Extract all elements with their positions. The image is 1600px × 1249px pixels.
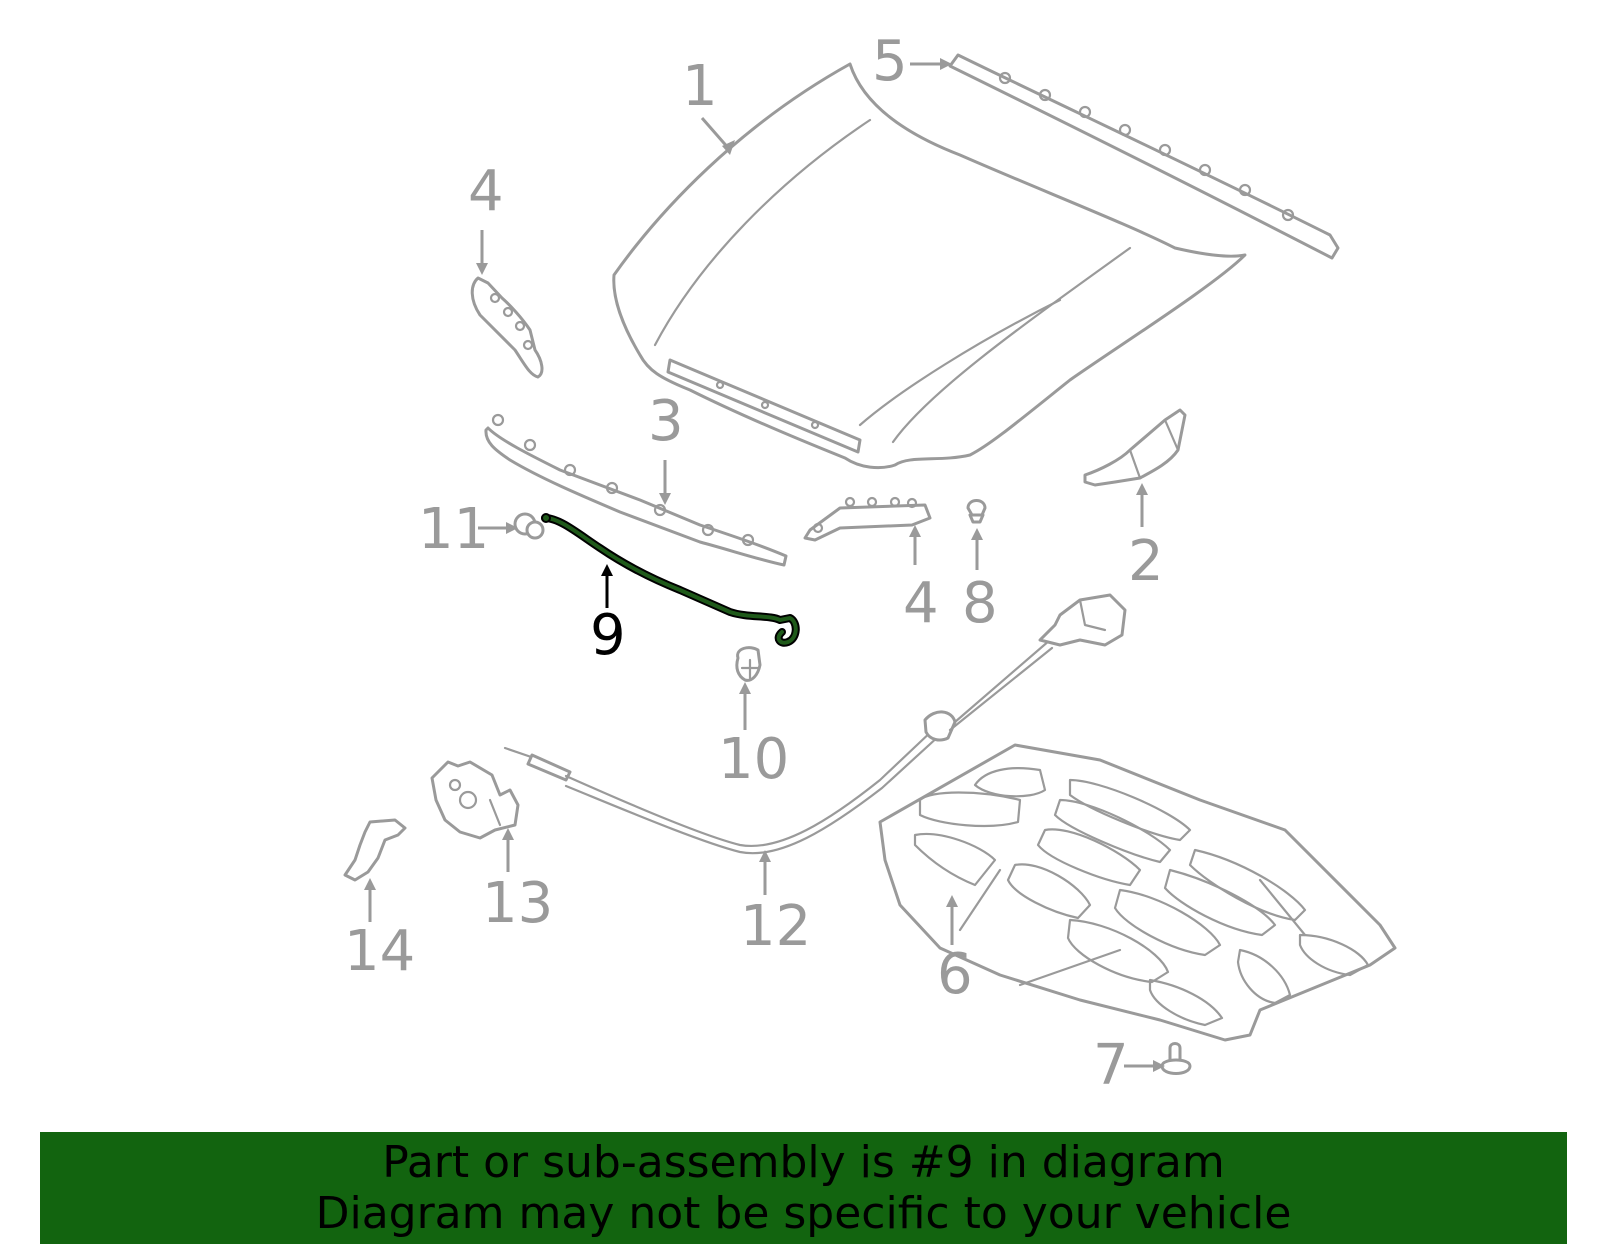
leader-arrows: [364, 58, 1165, 1072]
label-8: 8: [962, 571, 998, 636]
label-1: 1: [682, 54, 718, 119]
latch-support[interactable]: [343, 818, 407, 882]
hood-seal-strip[interactable]: [948, 53, 1340, 260]
parts-diagram: 1 5 4 3 11 9 4 8 2 10 13 14 12 6 7: [343, 29, 1397, 1098]
label-14: 14: [344, 919, 415, 984]
label-7: 7: [1093, 1033, 1129, 1098]
label-10: 10: [718, 727, 789, 792]
callout-labels: 1 5 4 3 11 9 4 8 2 10 13 14 12 6 7: [344, 29, 1164, 1098]
label-4-upper: 4: [468, 159, 504, 224]
hood-clip[interactable]: [966, 499, 987, 524]
label-6: 6: [937, 942, 973, 1007]
hood-hinge-bracket-left[interactable]: [470, 276, 544, 379]
hood-hinge-bracket-right[interactable]: [803, 496, 932, 542]
banner-line-disclaimer: Diagram may not be specific to your vehi…: [315, 1188, 1292, 1239]
label-9: 9: [590, 603, 626, 668]
label-12: 12: [740, 894, 811, 959]
label-3: 3: [648, 389, 684, 454]
label-2: 2: [1128, 529, 1164, 594]
hood-panel[interactable]: [612, 62, 1247, 470]
prop-rod-holder[interactable]: [735, 646, 762, 682]
label-4-middle: 4: [903, 571, 939, 636]
hood-support-strip[interactable]: [484, 413, 788, 567]
push-pin-clip[interactable]: [1160, 1042, 1192, 1075]
hood-latch[interactable]: [430, 760, 520, 840]
hood-lock-bracket[interactable]: [1083, 408, 1187, 487]
label-5: 5: [872, 29, 908, 94]
label-11: 11: [418, 497, 489, 562]
info-banner: Part or sub-assembly is #9 in diagram Di…: [40, 1132, 1567, 1244]
hood-release-cable[interactable]: [503, 593, 1127, 855]
hood-prop-rod[interactable]: [541, 513, 800, 647]
label-13: 13: [482, 871, 553, 936]
banner-line-part-number: Part or sub-assembly is #9 in diagram: [382, 1137, 1225, 1188]
hood-insulator[interactable]: [878, 743, 1397, 1042]
hood-rod-grommet[interactable]: [513, 512, 545, 540]
